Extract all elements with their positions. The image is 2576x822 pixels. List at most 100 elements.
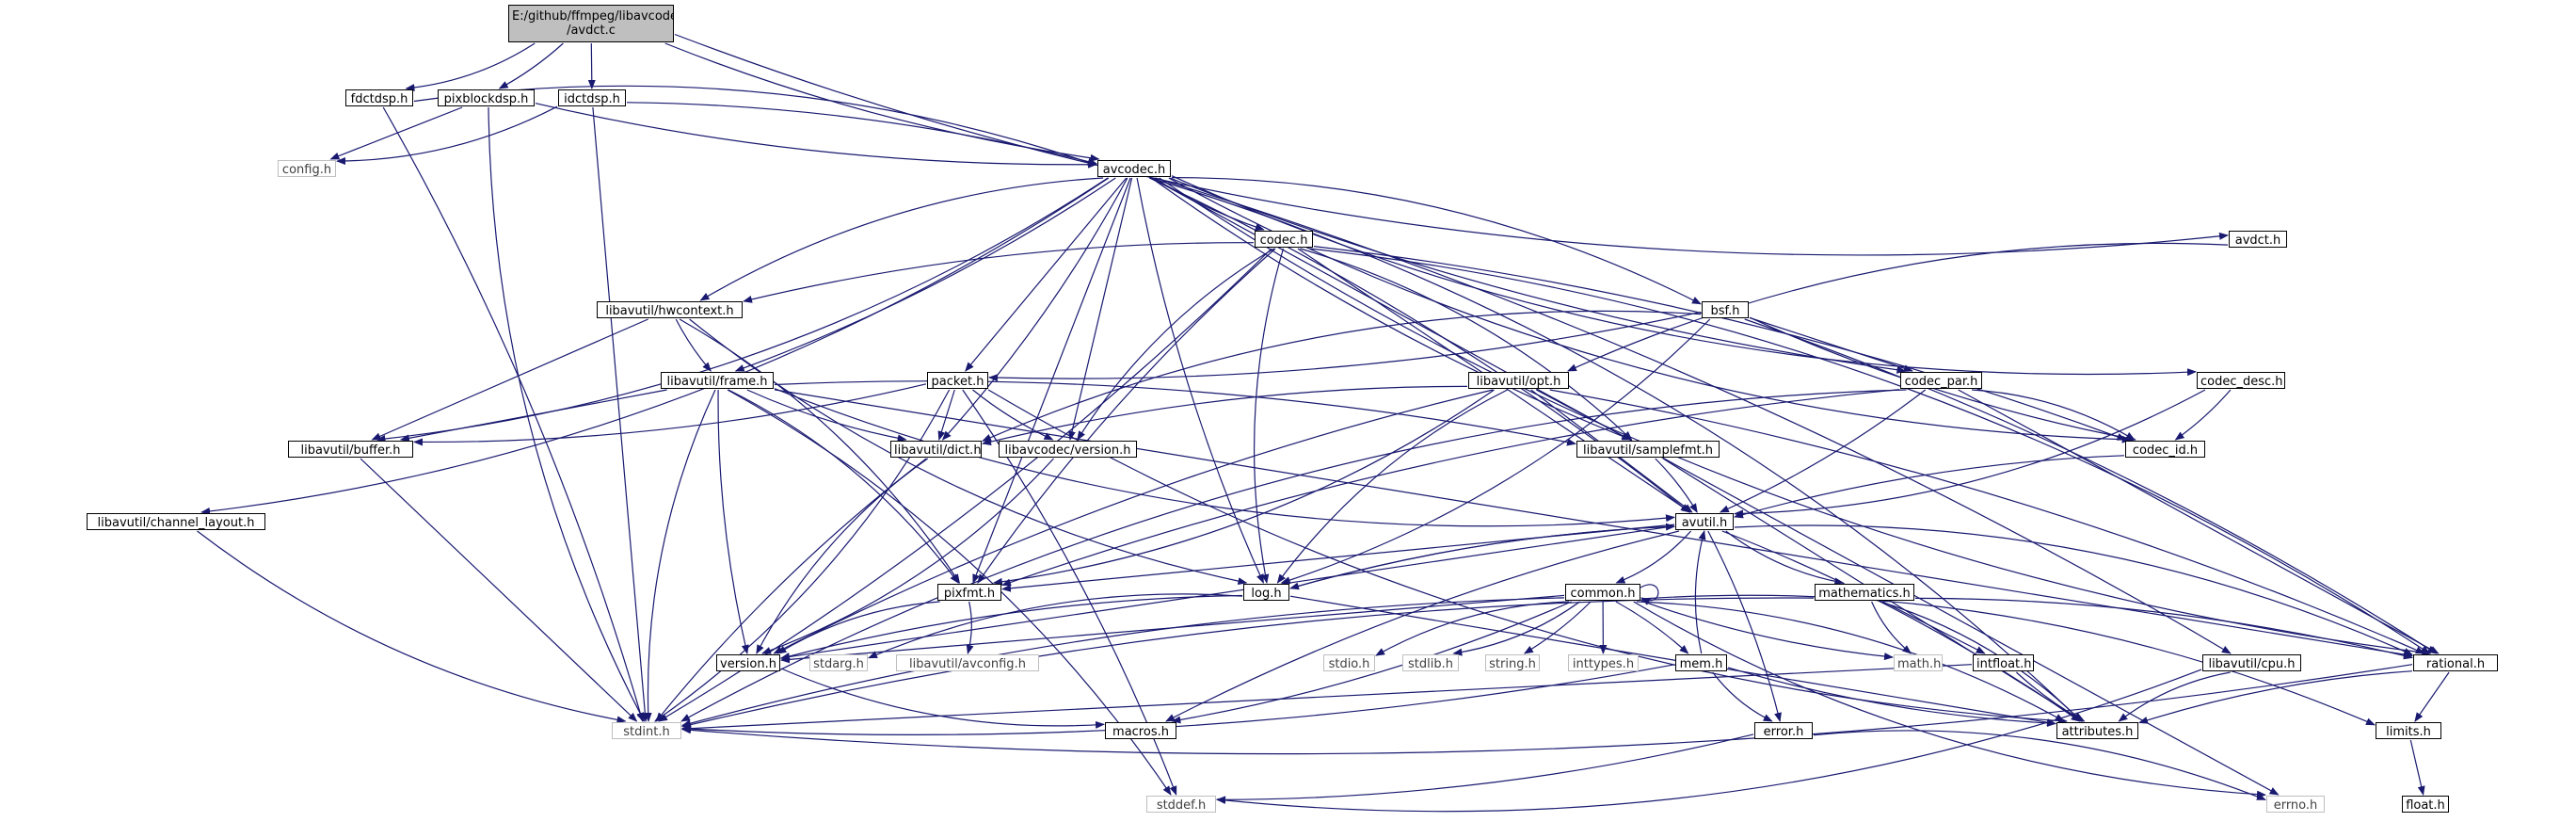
edge-bsf-to-rational <box>1744 318 2438 654</box>
node-label: rational.h <box>2425 657 2486 671</box>
edge-opt-to-log <box>1276 389 1508 584</box>
node-avdct[interactable]: avdct.h <box>2229 231 2287 248</box>
node-label: float.h <box>2406 798 2445 813</box>
edge-hwcontext-to-pixfmt <box>679 318 960 584</box>
edge-codec_id-to-avutil <box>1734 455 2125 519</box>
edge-common-to-stdlib <box>1452 601 1580 656</box>
node-frame[interactable]: libavutil/frame.h <box>661 372 774 389</box>
node-label: stdint.h <box>623 725 670 739</box>
node-common[interactable]: common.h <box>1565 584 1640 601</box>
node-avutil[interactable]: avutil.h <box>1675 513 1734 530</box>
node-label: inttypes.h <box>1572 657 1635 671</box>
edge-frame-to-rational <box>774 389 2413 659</box>
edge-avcodec-to-pixfmt <box>972 177 1131 584</box>
node-errno[interactable]: errno.h <box>2266 796 2325 813</box>
node-packet[interactable]: packet.h <box>927 372 988 389</box>
edge-cpu-to-attributes <box>2118 671 2231 722</box>
edge-common-to-errno <box>1633 601 2266 798</box>
node-mem[interactable]: mem.h <box>1675 654 1727 671</box>
node-idctdsp[interactable]: idctdsp.h <box>558 89 626 106</box>
node-pixfmt[interactable]: pixfmt.h <box>937 584 1001 601</box>
edge-avcodec-to-codec_par <box>1169 177 1907 374</box>
edge-mathematics-to-rational <box>1914 597 2413 660</box>
node-lavc-version[interactable]: libavcodec/version.h <box>999 441 1137 458</box>
node-label: libavutil/buffer.h <box>300 443 401 458</box>
node-samplefmt[interactable]: libavutil/samplefmt.h <box>1576 441 1720 458</box>
edge-cpu-to-stddef <box>1216 669 2202 813</box>
node-stdio[interactable]: stdio.h <box>1323 654 1375 671</box>
edge-root-to-avcodec <box>664 42 1100 162</box>
node-stdlib[interactable]: stdlib.h <box>1402 654 1459 671</box>
node-label: limits.h <box>2386 725 2431 739</box>
node-codec[interactable]: codec.h <box>1255 231 1313 248</box>
edge-samplefmt-to-avutil <box>1655 458 1698 513</box>
edge-root-to-fdctdsp <box>405 42 536 92</box>
edge-lavc_version-to-version <box>761 458 1054 654</box>
node-avconfig[interactable]: libavutil/avconfig.h <box>896 654 1039 671</box>
node-config[interactable]: config.h <box>278 160 336 177</box>
node-label: packet.h <box>931 375 984 389</box>
edge-avdct-to-opt <box>1566 242 2229 372</box>
node-label: attributes.h <box>2061 725 2134 739</box>
node-avcodec[interactable]: avcodec.h <box>1097 160 1171 177</box>
node-math[interactable]: math.h <box>1894 654 1943 671</box>
edge-mem-to-stdint <box>681 664 1675 735</box>
node-error[interactable]: error.h <box>1754 722 1813 739</box>
edge-opt-to-pixfmt <box>992 389 1495 586</box>
node-stdint[interactable]: stdint.h <box>612 722 681 739</box>
node-label: common.h <box>1570 587 1636 601</box>
edge-avcodec-to-samplefmt <box>1150 177 1632 441</box>
edge-frame-to-avutil <box>774 388 1675 527</box>
edge-codec_desc-to-codec_id <box>2174 389 2232 441</box>
node-label: codec_desc.h <box>2200 375 2283 389</box>
edge-hwcontext-to-frame <box>675 318 712 372</box>
node-codec-id[interactable]: codec_id.h <box>2125 441 2205 458</box>
edge-frame-to-samplefmt <box>774 380 1576 446</box>
node-version[interactable]: version.h <box>716 654 780 671</box>
edge-avcodec-to-buffer <box>376 177 1109 443</box>
edge-layer <box>197 33 2450 813</box>
node-opt[interactable]: libavutil/opt.h <box>1468 372 1569 389</box>
node-limits[interactable]: limits.h <box>2376 722 2441 739</box>
edge-mem-to-avutil <box>1694 530 1706 654</box>
edge-log-to-attributes <box>1289 595 2056 727</box>
node-hwcontext[interactable]: libavutil/hwcontext.h <box>597 301 743 318</box>
node-label: bsf.h <box>1710 304 1740 318</box>
edge-avcodec-to-channel_layout <box>200 177 1110 515</box>
node-float[interactable]: float.h <box>2402 796 2449 813</box>
edge-avutil-to-log <box>1289 525 1675 590</box>
node-codec-desc[interactable]: codec_desc.h <box>2197 372 2285 389</box>
node-label: log.h <box>1251 587 1282 601</box>
edge-codec_par-to-pixfmt <box>1001 389 1900 587</box>
edge-codec-to-stdint <box>658 248 1272 722</box>
node-buffer[interactable]: libavutil/buffer.h <box>288 441 413 458</box>
node-attributes[interactable]: attributes.h <box>2056 722 2138 739</box>
node-intfloat[interactable]: intfloat.h <box>1973 654 2034 671</box>
node-string[interactable]: string.h <box>1485 654 1540 671</box>
node-rational[interactable]: rational.h <box>2413 654 2498 671</box>
node-codec-par[interactable]: codec_par.h <box>1900 372 1982 389</box>
node-channel-layout[interactable]: libavutil/channel_layout.h <box>87 513 265 530</box>
node-root[interactable]: E:/github/ffmpeg/libavcodec/avdct.c <box>508 5 674 42</box>
node-inttypes[interactable]: inttypes.h <box>1568 654 1639 671</box>
edge-common-to-macros <box>1171 601 1572 724</box>
node-log[interactable]: log.h <box>1243 584 1289 601</box>
node-cpu[interactable]: libavutil/cpu.h <box>2202 654 2301 671</box>
node-stdarg[interactable]: stdarg.h <box>809 654 868 671</box>
edge-common-to-mem <box>1615 601 1689 654</box>
edge-avutil-to-common <box>1615 530 1692 584</box>
node-fdctdsp[interactable]: fdctdsp.h <box>345 89 413 106</box>
node-stddef[interactable]: stddef.h <box>1146 796 1216 813</box>
edge-mathematics-to-intfloat <box>1882 601 1986 654</box>
node-mathematics[interactable]: mathematics.h <box>1815 584 1914 601</box>
edge-pixfmt-to-version <box>776 601 940 654</box>
edge-avutil-to-macros <box>1165 530 1680 722</box>
node-bsf[interactable]: bsf.h <box>1702 301 1749 318</box>
edge-pixblockdsp-to-config <box>329 106 463 160</box>
edge-common-to-attributes <box>1636 601 2065 722</box>
node-label: mem.h <box>1679 657 1723 671</box>
node-pixblockdsp[interactable]: pixblockdsp.h <box>438 89 535 106</box>
edge-avcodec-to-hwcontext <box>699 177 1104 301</box>
node-macros[interactable]: macros.h <box>1105 722 1176 739</box>
node-dict[interactable]: libavutil/dict.h <box>890 441 982 458</box>
